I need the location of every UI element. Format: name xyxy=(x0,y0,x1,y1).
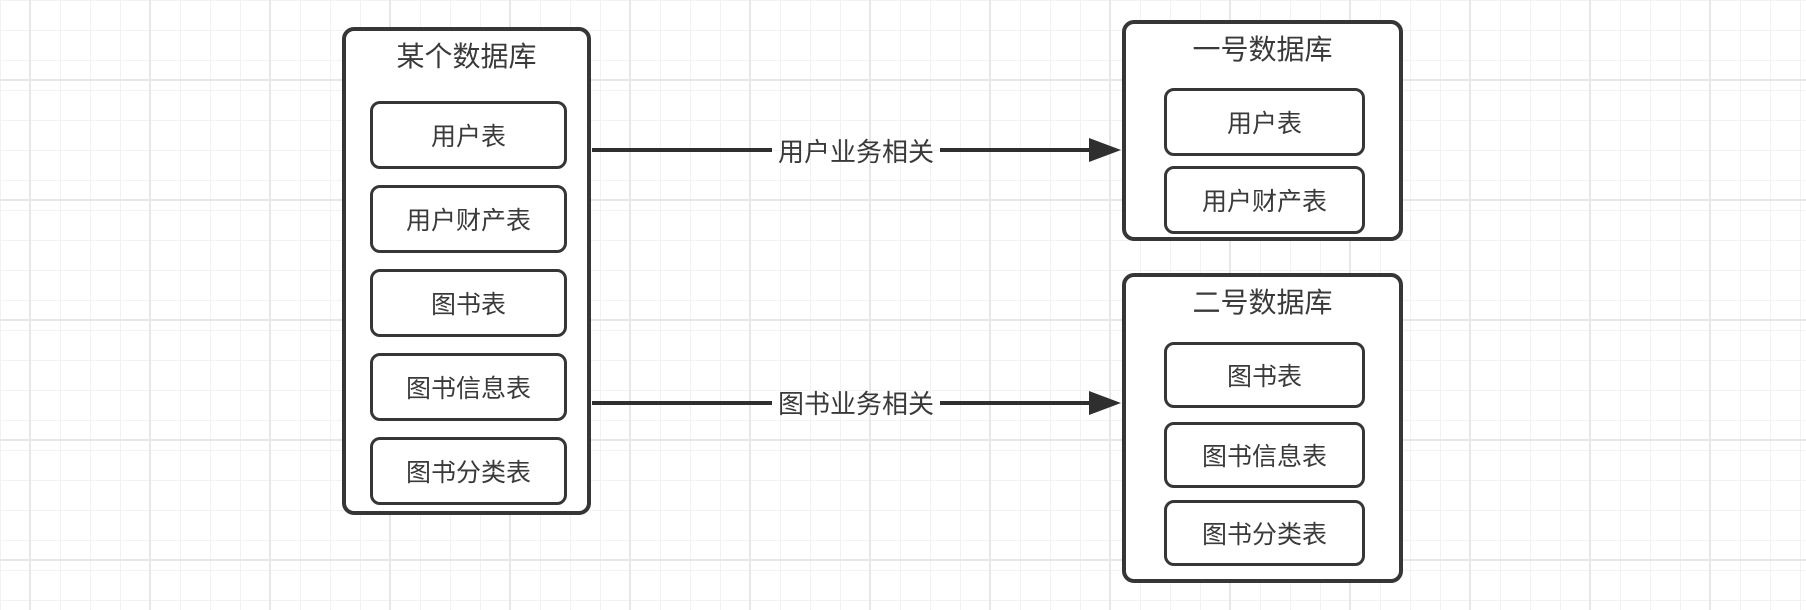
table-node-user[interactable]: 用户表 xyxy=(1164,88,1365,156)
table-label: 图书分类表 xyxy=(1201,521,1327,549)
table-label: 图书信息表 xyxy=(405,375,531,403)
arrow-book-business-head-icon xyxy=(1089,391,1121,415)
arrow-user-business-head-icon xyxy=(1089,138,1121,162)
table-node-book[interactable]: 图书表 xyxy=(370,269,567,337)
database-2-node[interactable]: 二号数据库 图书表 图书信息表 图书分类表 xyxy=(1122,273,1403,583)
source-database-title: 某个数据库 xyxy=(396,41,537,72)
table-node-user-property[interactable]: 用户财产表 xyxy=(1164,166,1365,234)
table-label: 图书表 xyxy=(430,291,506,319)
arrow-label-book-business[interactable]: 图书业务相关 xyxy=(777,389,935,419)
database-1-node[interactable]: 一号数据库 用户表 用户财产表 xyxy=(1122,20,1403,241)
table-node-user[interactable]: 用户表 xyxy=(370,101,567,169)
source-database-node[interactable]: 某个数据库 用户表 用户财产表 图书表 图书信息表 图书分类表 xyxy=(342,27,591,515)
table-node-book[interactable]: 图书表 xyxy=(1164,342,1365,408)
table-node-user-property[interactable]: 用户财产表 xyxy=(370,185,567,253)
table-node-book-category[interactable]: 图书分类表 xyxy=(370,437,567,505)
table-label: 用户财产表 xyxy=(405,207,531,235)
table-label: 用户财产表 xyxy=(1201,188,1327,216)
table-label: 用户表 xyxy=(430,123,506,151)
table-node-book-info[interactable]: 图书信息表 xyxy=(1164,422,1365,488)
database-2-title: 二号数据库 xyxy=(1192,287,1333,318)
table-node-book-category[interactable]: 图书分类表 xyxy=(1164,500,1365,566)
table-label: 图书表 xyxy=(1226,363,1302,391)
table-label: 图书分类表 xyxy=(405,459,531,487)
table-label: 用户表 xyxy=(1226,110,1302,138)
table-node-book-info[interactable]: 图书信息表 xyxy=(370,353,567,421)
database-1-title: 一号数据库 xyxy=(1192,34,1333,65)
table-label: 图书信息表 xyxy=(1201,443,1327,471)
arrow-label-user-business[interactable]: 用户业务相关 xyxy=(777,137,935,167)
